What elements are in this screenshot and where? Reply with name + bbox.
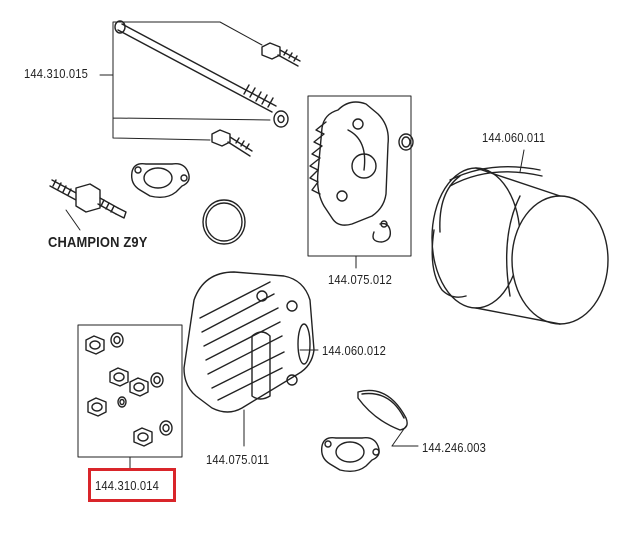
pump-clip [372, 220, 392, 243]
part-label-144-060-012: 144.060.012 [322, 343, 387, 358]
callout-bracket [112, 21, 271, 141]
water-pump-box [307, 95, 412, 257]
thermostat-cover-bottom [320, 436, 380, 473]
o-ring [202, 199, 246, 245]
selected-part-highlight[interactable]: 144.310.014 [88, 468, 176, 502]
part-label-144-075-011: 144.075.011 [206, 452, 270, 467]
spark-plug [49, 179, 127, 219]
nut-kit [85, 332, 173, 447]
cylinder-head [183, 271, 315, 413]
alternator-cover [431, 166, 609, 325]
thermostat-cover-top [130, 162, 190, 199]
screw-middle [211, 129, 253, 157]
part-label-champion-z9y: CHAMPION Z9Y [48, 234, 148, 251]
part-label-144-310-015: 144.310.015 [24, 66, 89, 81]
leader-lines [65, 149, 525, 469]
long-stud-bolt [114, 20, 289, 128]
part-label-144-310-014[interactable]: 144.310.014 [95, 478, 160, 493]
part-label-144-060-011: 144.060.011 [482, 130, 546, 145]
part-label-144-075-012: 144.075.012 [328, 272, 393, 287]
pump-small-oring [398, 133, 414, 151]
gasket-ring [357, 389, 408, 431]
part-label-144-246-003: 144.246.003 [422, 440, 487, 455]
screw-top [261, 42, 301, 67]
water-pump-housing [309, 101, 389, 226]
